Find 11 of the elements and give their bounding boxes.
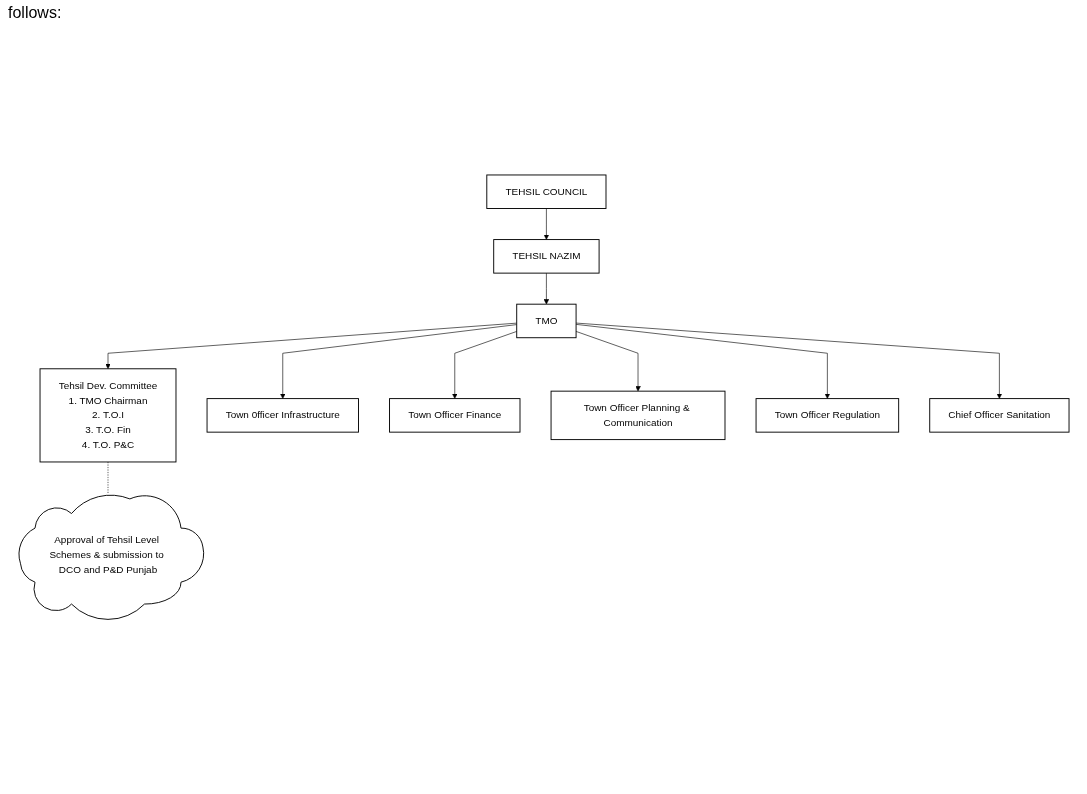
note-text: follows: [8,4,62,22]
node-box: Town Officer Finance [388,397,520,433]
node-box: Chief Officer Sanitation [928,397,1069,433]
node-box: Town Officer Planning & Communication [550,390,725,440]
node-box: Tehsil Dev. Committee 1. TMO Chairman 2. T.O.I 3. T.O. Fin 4. T.O. P&C [39,368,176,463]
node-box: TMO [515,303,577,338]
connector [107,461,108,494]
node-box: Town 0fficer Infrastructure [206,397,359,433]
node-box: TEHSIL NAZIM [492,238,600,274]
node-box: TEHSIL COUNCIL [485,174,606,209]
node-box: Town Officer Regulation [755,397,899,433]
